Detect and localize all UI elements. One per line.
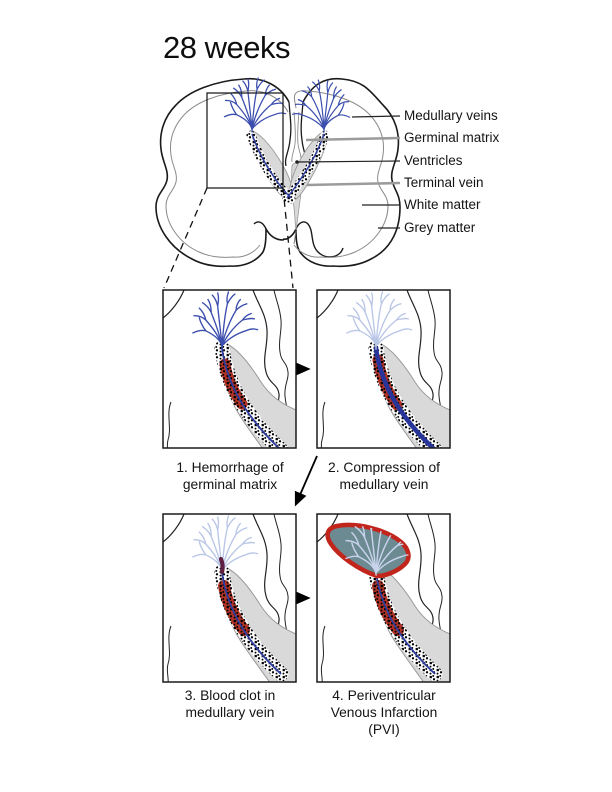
arrow-panel2-to-panel3 [294, 455, 318, 507]
terminal-vein-left [251, 133, 292, 199]
panel-borders [162, 289, 451, 683]
panel-2-illustration [317, 290, 450, 448]
panel-4-illustration [317, 514, 450, 684]
panel-3-illustration [163, 514, 296, 684]
medullary-veins-panel2-faded [346, 291, 413, 350]
label-ventricles: Ventricles [404, 153, 463, 168]
compressed-terminal-vein [373, 345, 437, 448]
label-medullary-veins: Medullary veins [404, 108, 498, 123]
label-germinal-matrix: Germinal matrix [404, 130, 500, 145]
medullary-veins-panel3-faded [192, 515, 259, 574]
brain-inner-contour [165, 90, 389, 258]
label-terminal-vein: Terminal vein [404, 175, 484, 190]
brain-overview [155, 77, 401, 289]
medullary-veins-left [223, 77, 287, 133]
label-grey-matter: Grey matter [404, 220, 476, 235]
caption-panel-1: 1. Hemorrhage of germinal matrix [176, 460, 284, 492]
medullary-veins-panel1 [192, 291, 259, 350]
germinal-matrix-bands [246, 130, 330, 204]
panel-1-illustration [163, 290, 296, 448]
caption-panel-4: 4. Periventricular Venous Infarction (PV… [330, 688, 438, 737]
page-title: 28 weeks [163, 30, 290, 65]
caption-panel-2: 2. Compression of medullary vein [328, 460, 440, 492]
label-leader-lines [295, 115, 401, 229]
label-white-matter: White matter [404, 197, 481, 212]
zoom-region-box [206, 92, 284, 189]
infarct-region [325, 522, 411, 579]
caption-panel-3: 3. Blood clot in medullary vein [184, 688, 276, 720]
blood-clot [218, 556, 225, 575]
terminal-vein-right [286, 133, 325, 199]
zoom-dashed-line-left [163, 187, 208, 289]
zoom-dashed-line-right [282, 187, 294, 289]
